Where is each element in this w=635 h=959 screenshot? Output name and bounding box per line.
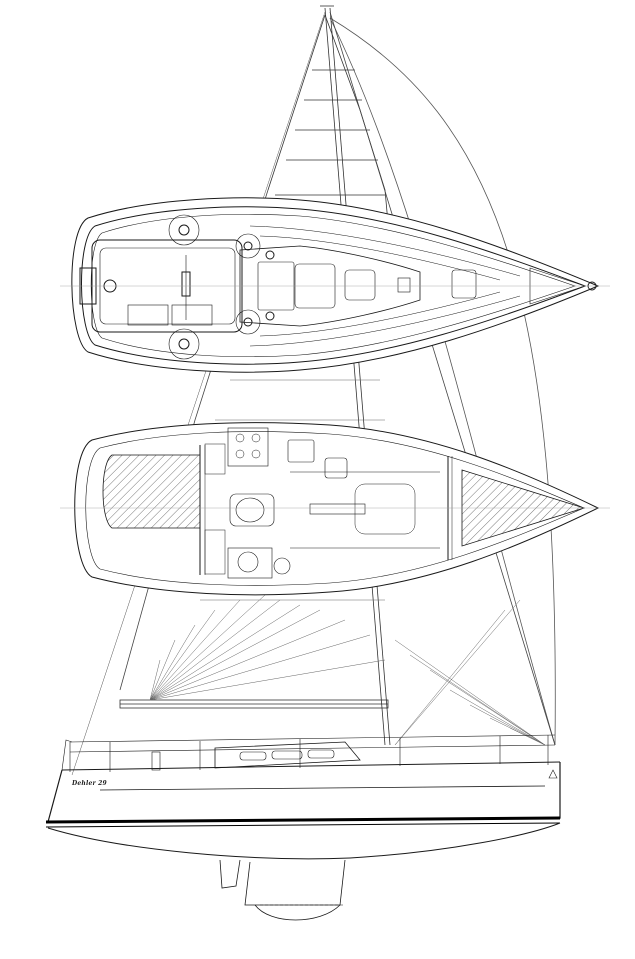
winch-icon <box>243 241 253 251</box>
deckhouse <box>214 741 361 769</box>
main-mid-lines <box>200 379 385 601</box>
forehatch <box>451 269 477 299</box>
keel-bulb <box>254 904 341 921</box>
aft-berth <box>102 454 201 529</box>
cockpit-locker-port <box>127 304 169 326</box>
interior-hull-outline <box>74 422 600 596</box>
boot-stripe-thin <box>45 822 561 828</box>
lifelines <box>69 734 556 772</box>
hull-topsides <box>47 762 561 823</box>
stove-burner-icon <box>235 449 245 459</box>
galley-counter <box>227 427 269 467</box>
rudder <box>219 859 241 889</box>
winch-icon <box>265 250 275 260</box>
galley-sink <box>287 439 315 463</box>
genoa-panel-lines <box>394 599 546 746</box>
backstay <box>71 11 326 776</box>
chart-table <box>324 457 348 479</box>
interior-plan <box>60 422 610 596</box>
winch-icon <box>265 311 275 321</box>
winch-icon <box>235 309 261 335</box>
deck-inner-outline <box>81 206 587 365</box>
rig-and-sails <box>71 5 556 776</box>
genoa-luff <box>329 11 556 746</box>
winch-icon <box>168 328 200 360</box>
basin-icon <box>273 557 291 575</box>
winch-icon <box>178 338 190 350</box>
winch-icon <box>178 224 190 236</box>
winch-group <box>168 214 275 360</box>
coachroof <box>239 245 421 327</box>
mast <box>320 5 391 746</box>
hull-name-label: Dehler 29 <box>72 780 107 787</box>
interior-inner-outline <box>85 431 585 586</box>
coachroof-hatch <box>344 269 376 301</box>
stove-burner-icon <box>251 449 261 459</box>
winch-icon <box>235 233 261 259</box>
keel <box>244 859 346 906</box>
transom <box>61 739 73 771</box>
profile-view <box>45 734 561 921</box>
portlight <box>239 751 267 761</box>
toe-rail <box>90 213 576 358</box>
heads-compartment <box>227 547 273 579</box>
saloon-table-leaf <box>354 483 416 535</box>
portlight <box>271 750 303 760</box>
saloon-table <box>309 503 366 515</box>
portlight <box>307 749 335 759</box>
mast-step <box>397 277 411 293</box>
boot-stripe <box>45 816 561 824</box>
toilet-icon <box>237 551 259 573</box>
winch-icon <box>151 751 161 771</box>
hull-sheer <box>61 761 561 771</box>
bow-nav-light-icon <box>548 769 558 779</box>
stove-burner-icon <box>235 433 245 443</box>
engine-box <box>235 497 265 523</box>
hull-underbody <box>47 822 561 860</box>
cockpit-locker-stbd <box>171 304 213 326</box>
sail-panel-lines <box>149 594 386 701</box>
winch-icon <box>168 214 200 246</box>
boom <box>119 699 389 709</box>
companionway-steps <box>229 493 275 527</box>
deck-plan <box>60 197 610 373</box>
stove-burner-icon <box>251 433 261 443</box>
